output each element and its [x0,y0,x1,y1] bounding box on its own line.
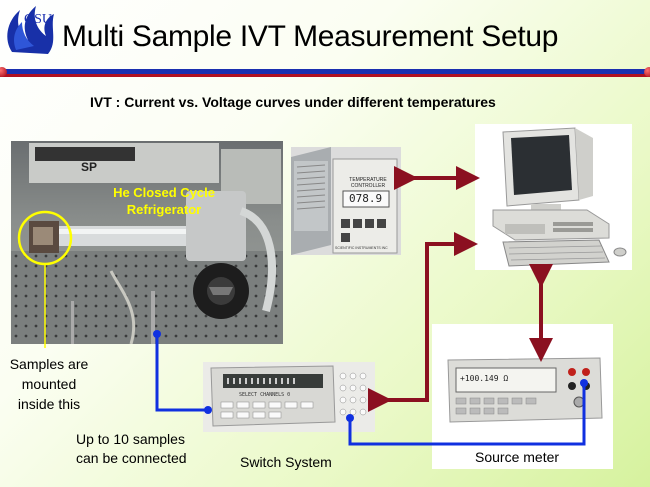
arrow-switch-computer [368,232,478,412]
refrigerator-label-line2: Refrigerator [126,202,202,217]
wire-refrigerator-switch [155,334,208,412]
up-to-label-line1: Up to 10 samples [76,431,185,447]
wire-switch-source [348,383,586,446]
up-to-label-line2: can be connected [76,450,187,466]
gsu-logo: GSU [2,2,62,60]
gsu-flame-icon [7,6,54,54]
temp-controller-maker: SCIENTIFIC INSTRUMENTS INC [335,246,388,250]
svg-text:SP: SP [81,160,97,174]
temp-controller-header-line2: CONTROLLER [350,183,386,189]
title-rule-red [0,74,650,77]
samples-label-line2: mounted [21,376,77,392]
rule-end-left [0,67,7,77]
up-to-samples-label: Up to 10 samples can be connected [76,430,187,468]
switch-system-photo: SELECT CHANNELS 0 [203,362,375,432]
samples-label: Samples are mounted inside this [6,354,92,414]
refrigerator-label-line1: He Closed Cycle [113,185,215,200]
page-title: Multi Sample IVT Measurement Setup [62,20,559,53]
refrigerator-photo: SP He Closed Cycle Refrigerator [11,141,283,344]
samples-label-line1: Samples are [9,356,89,372]
source-meter-label: Source meter [475,449,560,465]
logo-text: GSU [24,12,53,27]
temp-controller-header: TEMPERATURE CONTROLLER [341,177,395,189]
switch-system-label: Switch System [240,454,332,470]
temp-controller-header-line1: TEMPERATURE [349,177,387,183]
samples-label-line3: inside this [17,396,81,412]
rule-end-right [644,67,650,77]
subtitle: IVT : Current vs. Voltage curves under d… [90,94,496,110]
temperature-controller-photo: TEMPERATURE CONTROLLER 078.9 SCIENTIFIC … [291,147,401,255]
switch-display-text: SELECT CHANNELS 0 [239,392,291,398]
temp-controller-readout: 078.9 [349,192,383,205]
computer-photo [475,124,632,270]
refrigerator-label: He Closed Cycle Refrigerator [79,184,249,218]
source-display-text: +100.149 Ω [460,374,509,383]
title-rule-blue [0,69,650,74]
